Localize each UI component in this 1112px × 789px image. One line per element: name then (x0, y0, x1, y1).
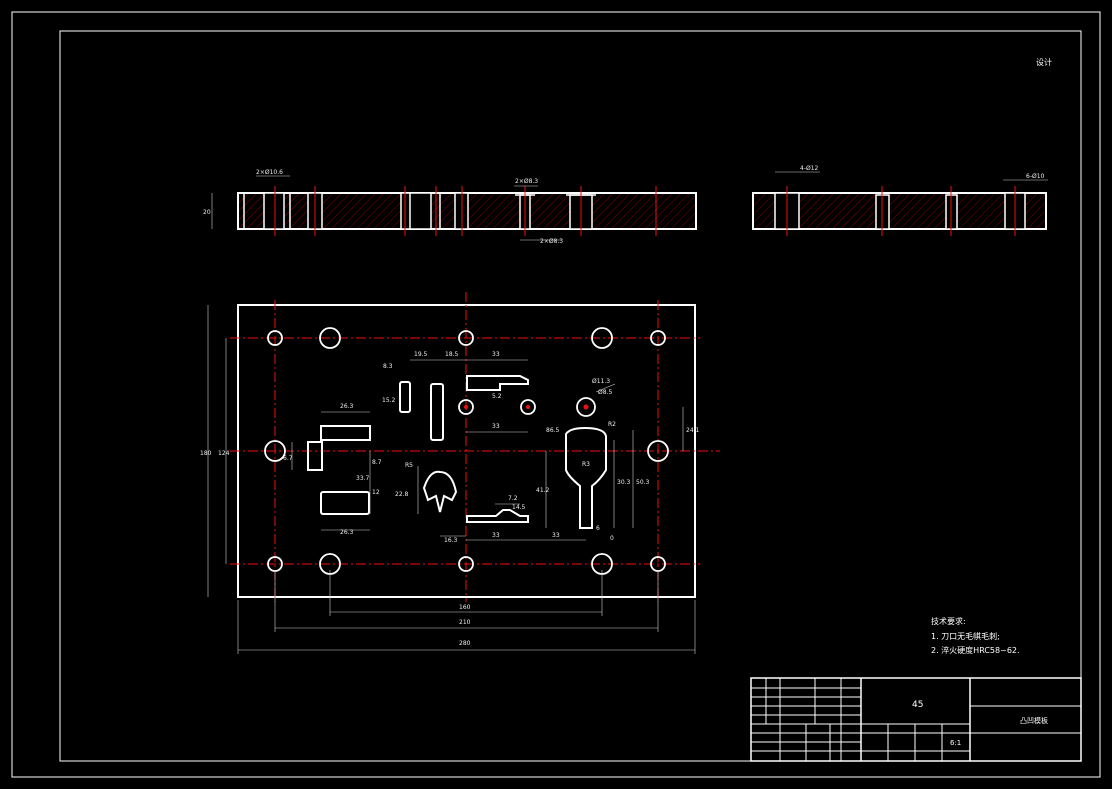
dim-280: 280 (459, 640, 471, 647)
dim-124: 124 (218, 450, 230, 457)
dim-8-7: 8.7 (372, 459, 382, 466)
dim-86-5: 86.5 (546, 427, 560, 434)
dim-19-5: 19.5 (414, 351, 428, 358)
corner-mark: 设计 (1036, 57, 1052, 67)
plan-view: 180 124 280 210 160 8.3 19.5 18.5 33 33 … (200, 292, 720, 654)
dim-0: 0 (610, 535, 614, 542)
dim-30-3: 30.3 (617, 479, 631, 486)
dim-7-2: 7.2 (508, 495, 518, 502)
dim-2x10: 2×Ø10.6 (256, 169, 283, 176)
dim-33-d: 33 (552, 532, 560, 539)
note-2: 2. 淬火硬度HRC58~62. (931, 645, 1020, 655)
dim-210: 210 (459, 619, 471, 626)
dim-6x10: 6-Ø10 (1026, 173, 1045, 180)
dim-15-2: 15.2 (382, 397, 396, 404)
dim-24-1: 24.1 (686, 427, 700, 434)
dim-R3: R3 (582, 461, 590, 468)
dim-160: 160 (459, 604, 471, 611)
note-1: 1. 刀口无毛帺毛刺; (931, 631, 1000, 641)
dim-33-7: 33.7 (356, 475, 370, 482)
dim-5-2: 5.2 (492, 393, 502, 400)
dim-6: 6 (596, 525, 600, 532)
dim-26-3-b: 26.3 (340, 529, 354, 536)
notes-title: 技术要求: (931, 616, 966, 626)
dim-2x8-bot: 2×Ø8.3 (540, 238, 563, 245)
scale: 6:1 (950, 739, 961, 747)
dim-8-5: Ø8.5 (598, 389, 612, 396)
dim-14-5: 14.5 (512, 504, 526, 511)
drawing-frame (59, 30, 1082, 762)
dim-8-3: 8.3 (383, 363, 393, 370)
section-view-left: 20 2×Ø10.6 2×Ø8.3 2×Ø8.3 (203, 169, 697, 245)
dim-41-2: 41.2 (536, 487, 550, 494)
dim-16-3: 16.3 (444, 537, 458, 544)
dim-18-5: 18.5 (445, 351, 459, 358)
dim-4x12: 4-Ø12 (800, 165, 819, 172)
title-block (750, 677, 1082, 762)
material: 45 (912, 700, 923, 710)
dim-22-8: 22.8 (395, 491, 409, 498)
dim-33-c: 33 (492, 532, 500, 539)
section-view-right: 4-Ø12 6-Ø10 (752, 165, 1048, 236)
dim-50-3: 50.3 (636, 479, 650, 486)
dim-26-3-a: 26.3 (340, 403, 354, 410)
dim-2x8-top: 2×Ø8.3 (515, 178, 538, 185)
technical-notes: 技术要求: 1. 刀口无毛帺毛刺; 2. 淬火硬度HRC58~62. (931, 616, 1020, 655)
dim-33-b: 33 (492, 423, 500, 430)
dim-33-a: 33 (492, 351, 500, 358)
dim-R5: R5 (405, 462, 413, 469)
dim-20: 20 (203, 209, 211, 216)
dim-R2: R2 (608, 421, 616, 428)
dim-12: 12 (372, 489, 380, 496)
dim-11-3: Ø11.3 (592, 378, 610, 385)
part-name: 凸凹模板 (1020, 716, 1048, 725)
outer-border (11, 11, 1101, 778)
dim-6-7: 6.7 (283, 455, 293, 462)
dim-180: 180 (200, 450, 212, 457)
